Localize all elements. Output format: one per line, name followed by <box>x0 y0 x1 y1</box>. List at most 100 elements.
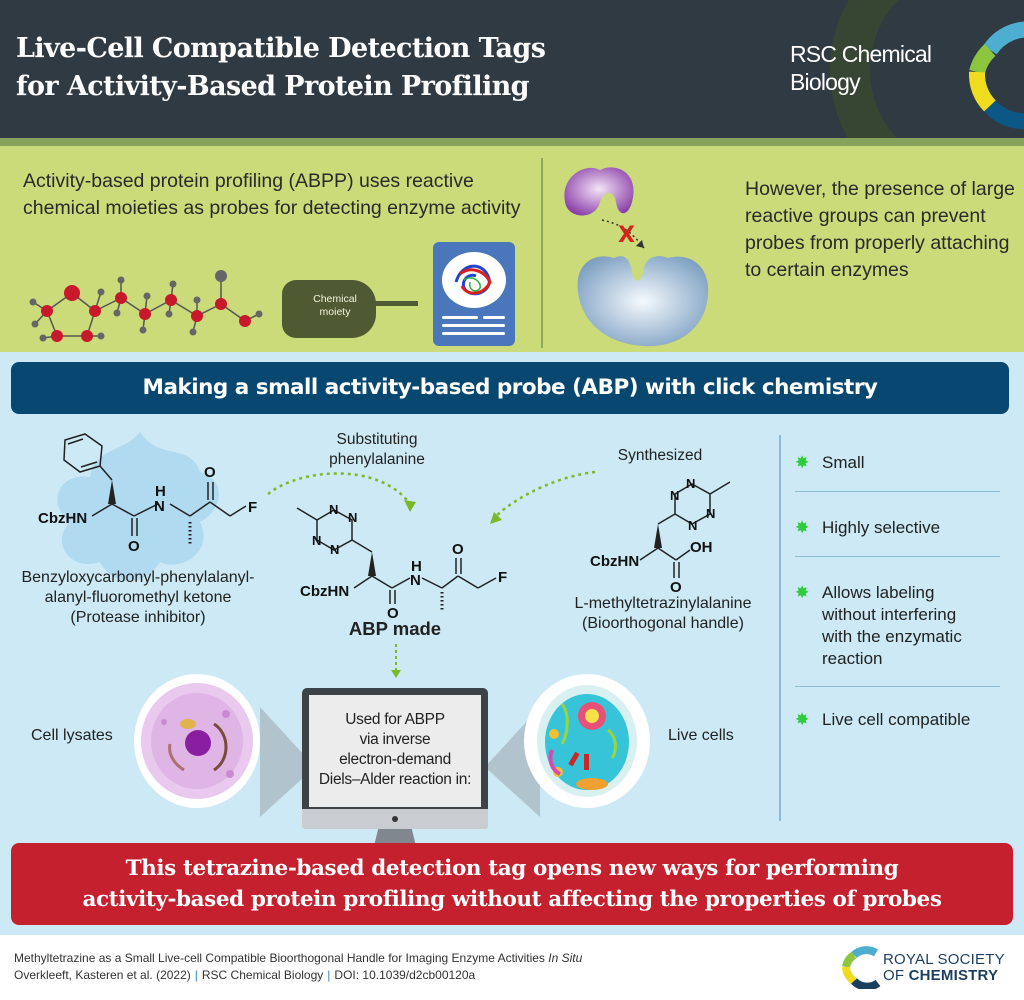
properties-list: ✸ Small ✸ Highly selective ✸ Allows labe… <box>795 452 1005 731</box>
card-line <box>442 316 478 319</box>
svg-text:X: X <box>618 223 635 248</box>
svg-text:N: N <box>329 502 338 517</box>
chemical-moiety-syringe-icon: Chemical moiety <box>282 274 422 344</box>
property-label: Highly selective <box>822 518 941 537</box>
citation-details: Overkleeft, Kasteren et al. (2022)|RSC C… <box>14 967 582 984</box>
svg-text:N: N <box>670 488 679 503</box>
separator: | <box>194 968 198 982</box>
citation: Methyltetrazine as a Small Live-cell Com… <box>14 950 582 984</box>
main-section: Making a small activity-based probe (ABP… <box>0 352 1024 935</box>
svg-text:N: N <box>686 476 695 491</box>
limitation-description: However, the presence of large reactive … <box>745 178 1015 281</box>
svg-text:CbzHN: CbzHN <box>38 510 87 527</box>
syringe-label-line-2: moiety <box>319 306 351 318</box>
handle-name-text: L-methyltetrazinylalanine <box>574 595 752 612</box>
intro-section: Activity-based protein profiling (ABPP) … <box>0 146 1024 352</box>
syringe-label: Chemical moiety <box>300 293 370 319</box>
decorative-arc <box>830 0 899 138</box>
syringe-needle <box>370 301 418 306</box>
header-divider-band <box>0 138 1024 146</box>
live-cell-icon <box>524 674 650 808</box>
svg-text:O: O <box>128 538 140 555</box>
cell-lysates-label: Cell lysates <box>31 727 113 744</box>
monitor-text-line: electron-demand <box>339 751 451 768</box>
blocked-probe-enzyme-icon: X <box>564 167 709 347</box>
property-label: Allows labeling without interfering with… <box>822 583 962 668</box>
header: Live-Cell Compatible Detection Tags for … <box>0 0 1024 138</box>
protease-inhibitor-structure: CbzHN H N O O F <box>38 433 257 555</box>
molecule-icon <box>29 270 263 342</box>
monitor-stand <box>374 829 416 846</box>
monitor-icon: Used for ABPP via inverse electron-deman… <box>302 688 488 846</box>
protein-structure-icon <box>442 252 506 308</box>
svg-text:OH: OH <box>690 539 713 556</box>
svg-text:N: N <box>348 510 357 525</box>
svg-text:O: O <box>387 605 399 620</box>
inhibitor-name-line-1: Benzyloxycarbonyl-phenylalanyl- <box>21 569 255 586</box>
monitor-power-dot <box>392 816 398 822</box>
svg-text:N: N <box>154 498 165 515</box>
svg-text:N: N <box>410 572 421 589</box>
conclusion-line-2: activity-based protein profiling without… <box>82 887 942 912</box>
svg-text:O: O <box>204 464 216 481</box>
citation-title-text: Methyltetrazine as a Small Live-cell Com… <box>14 951 549 965</box>
star-icon: ✸ <box>795 710 810 729</box>
title-line-1: Live-Cell Compatible Detection Tags <box>16 33 546 64</box>
section-banner: Making a small activity-based probe (ABP… <box>11 362 1009 414</box>
splash-decoration <box>57 432 219 581</box>
journal-line-1: RSC Chemical <box>790 41 932 67</box>
citation-title: Methyltetrazine as a Small Live-cell Com… <box>14 950 582 967</box>
property-label: Small <box>822 453 865 472</box>
card-line <box>442 332 505 335</box>
svg-text:F: F <box>248 499 257 516</box>
conclusion-line-1: This tetrazine-based detection tag opens… <box>125 856 899 881</box>
citation-title-italic: In Situ <box>548 951 583 965</box>
bioorthogonal-handle-structure: N N N N CbzHN OH O <box>590 476 731 594</box>
substituting-label: Substituting phenylalanine <box>329 431 425 468</box>
property-separator <box>795 491 1000 492</box>
protein-card-icon <box>433 242 515 346</box>
abp-made-label: ABP made <box>348 618 442 639</box>
separator: | <box>327 968 331 982</box>
monitor-text-line: via inverse <box>359 731 431 748</box>
property-item: ✸ Allows labeling without interfering wi… <box>795 582 985 670</box>
publisher-line-1: ROYAL SOCIETY <box>883 951 1005 968</box>
synthesized-label: Synthesized <box>617 447 703 464</box>
inhibitor-role: (Protease inhibitor) <box>70 609 206 626</box>
property-item: ✸ Live cell compatible <box>795 709 1005 731</box>
property-separator <box>795 556 1000 557</box>
star-icon: ✸ <box>795 583 810 602</box>
citation-authors: Overkleeft, Kasteren et al. (2022) <box>14 968 191 982</box>
doi-link[interactable]: DOI: 10.1039/d2cb00120a <box>334 968 476 982</box>
handle-role: (Bioorthogonal handle) <box>582 615 744 632</box>
property-separator <box>795 686 1000 687</box>
inhibitor-name: Benzyloxycarbonyl-phenylalanyl- alanyl-f… <box>8 568 268 628</box>
cell-lysate-icon <box>134 674 260 808</box>
substitution-arrows-icon <box>267 470 596 524</box>
journal-line-2: Biology <box>790 69 861 95</box>
property-item: ✸ Small <box>795 452 1005 474</box>
footer: Methyltetrazine as a Small Live-cell Com… <box>0 935 1024 1000</box>
svg-text:N: N <box>312 533 321 548</box>
live-cells-label: Live cells <box>668 727 734 744</box>
intro-divider <box>541 158 543 348</box>
handle-name: L-methyltetrazinylalanine (Bioorthogonal… <box>548 594 778 634</box>
rsc-logo-icon <box>968 21 1024 130</box>
monitor-screen: Used for ABPP via inverse electron-deman… <box>309 695 481 807</box>
card-line <box>442 324 505 327</box>
down-arrow-icon <box>391 644 401 678</box>
svg-text:CbzHN: CbzHN <box>300 583 349 600</box>
citation-journal: RSC Chemical Biology <box>201 968 324 982</box>
syringe-label-line-1: Chemical <box>313 293 357 305</box>
abpp-description: Activity-based protein profiling (ABPP) … <box>23 170 521 219</box>
publisher-prefix: OF <box>883 967 909 984</box>
title-line-2: for Activity-Based Protein Profiling <box>16 71 530 102</box>
page-title: Live-Cell Compatible Detection Tags for … <box>16 30 546 106</box>
abp-structure: N N N N CbzHN H N O O F <box>296 502 507 620</box>
conclusion-banner: This tetrazine-based detection tag opens… <box>11 843 1013 925</box>
monitor-text-line: Used for ABPP <box>345 711 445 728</box>
svg-text:O: O <box>670 579 682 594</box>
royal-society-wordmark: ROYAL SOCIETY OF CHEMISTRY <box>883 952 1005 984</box>
svg-text:CbzHN: CbzHN <box>590 553 639 570</box>
svg-text:N: N <box>688 518 697 533</box>
